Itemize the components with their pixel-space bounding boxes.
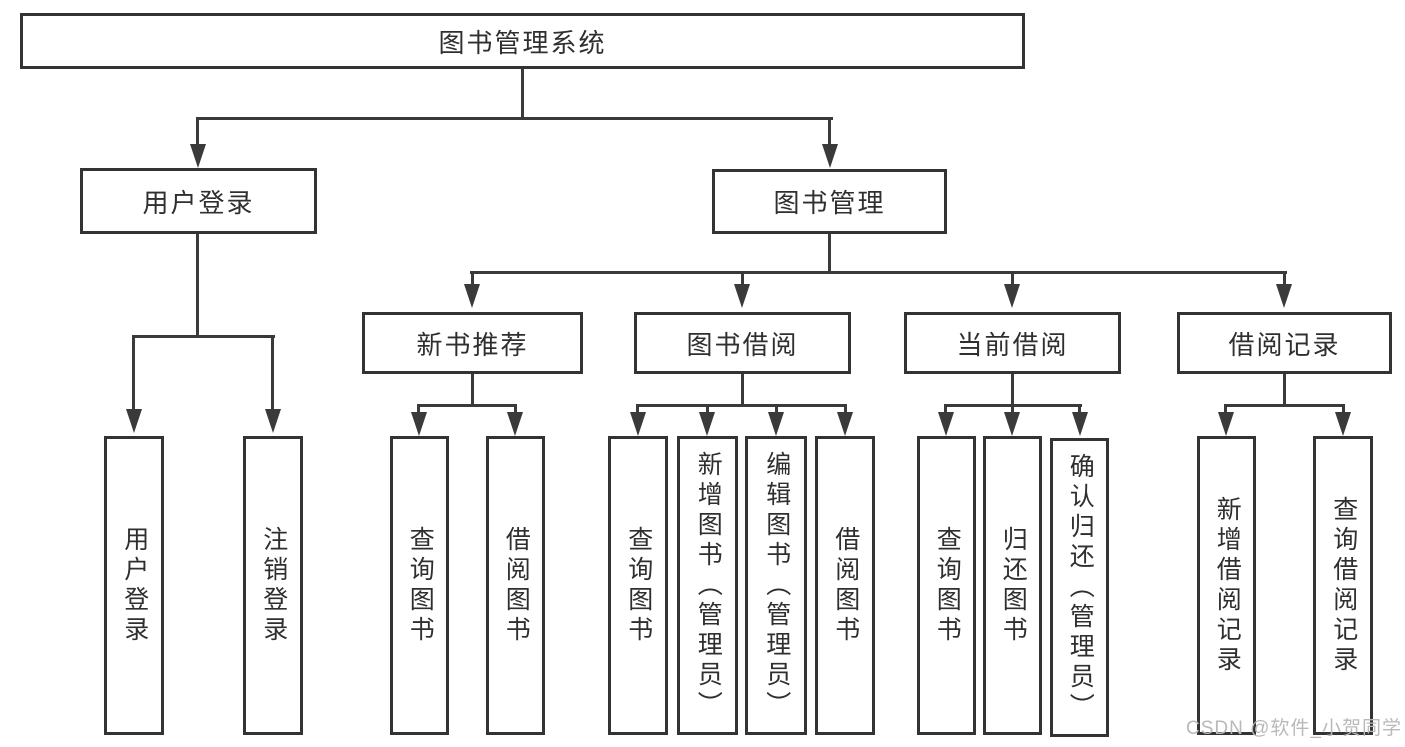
connector-line bbox=[741, 374, 744, 406]
connector-line bbox=[417, 404, 420, 414]
leaf-edit-book-admin: 编辑图书（管理员） bbox=[745, 436, 807, 735]
leaf-user-login: 用户登录 bbox=[104, 436, 164, 735]
leaf-edit-book-admin-label: 编辑图书（管理员） bbox=[762, 450, 791, 721]
node-current-borrow: 当前借阅 bbox=[904, 312, 1121, 374]
connector-line bbox=[132, 335, 275, 338]
leaf-query-borrow-record: 查询借阅记录 bbox=[1313, 436, 1373, 735]
arrowhead-down-icon bbox=[822, 144, 838, 168]
leaf-add-borrow-record-label: 新增借阅记录 bbox=[1213, 495, 1242, 676]
connector-line bbox=[417, 404, 517, 407]
arrowhead-down-icon bbox=[190, 144, 206, 168]
connector-line bbox=[944, 404, 947, 414]
node-new-book-recommend: 新书推荐 bbox=[362, 312, 583, 374]
leaf-query-books-recommend: 查询图书 bbox=[390, 436, 449, 735]
arrowhead-down-icon bbox=[630, 412, 646, 436]
connector-line bbox=[706, 404, 709, 414]
leaf-borrow-books-recommend-label: 借阅图书 bbox=[502, 525, 531, 646]
connector-line bbox=[132, 335, 135, 411]
leaf-query-borrow-record-label: 查询借阅记录 bbox=[1329, 495, 1358, 676]
arrowhead-down-icon bbox=[1004, 412, 1020, 436]
leaf-logout-label: 注销登录 bbox=[259, 525, 288, 646]
connector-line bbox=[828, 234, 831, 274]
connector-line bbox=[636, 404, 639, 414]
connector-line bbox=[196, 234, 199, 338]
leaf-borrow-books-borrow: 借阅图书 bbox=[815, 436, 875, 735]
leaf-borrow-books-recommend: 借阅图书 bbox=[486, 436, 545, 735]
node-new-book-recommend-label: 新书推荐 bbox=[416, 329, 529, 360]
leaf-add-book-admin: 新增图书（管理员） bbox=[677, 436, 738, 735]
leaf-query-books-current-label: 查询图书 bbox=[933, 525, 962, 646]
node-user-login: 用户登录 bbox=[80, 168, 317, 234]
leaf-return-book-label: 归还图书 bbox=[999, 525, 1028, 646]
leaf-add-borrow-record: 新增借阅记录 bbox=[1197, 436, 1256, 735]
node-borrow-records: 借阅记录 bbox=[1177, 312, 1392, 374]
connector-line bbox=[521, 69, 524, 120]
connector-line bbox=[1011, 271, 1014, 286]
leaf-confirm-return-admin: 确认归还（管理员） bbox=[1050, 438, 1109, 737]
arrowhead-down-icon bbox=[1218, 412, 1234, 436]
arrowhead-down-icon bbox=[507, 412, 523, 436]
watermark: CSDN @软件_小贺同学 bbox=[1186, 718, 1402, 739]
arrowhead-down-icon bbox=[265, 409, 281, 433]
leaf-add-book-admin-label: 新增图书（管理员） bbox=[694, 450, 723, 721]
leaf-query-books-borrow-label: 查询图书 bbox=[624, 525, 653, 646]
connector-line bbox=[775, 404, 778, 414]
arrowhead-down-icon bbox=[1004, 284, 1020, 308]
arrowhead-down-icon bbox=[1072, 412, 1088, 436]
connector-line bbox=[1342, 404, 1345, 414]
arrowhead-down-icon bbox=[126, 409, 142, 433]
connector-line bbox=[1011, 404, 1014, 414]
node-book-borrow: 图书借阅 bbox=[634, 312, 851, 374]
leaf-query-books-current: 查询图书 bbox=[917, 436, 976, 735]
connector-line bbox=[828, 117, 831, 146]
connector-line bbox=[1224, 404, 1227, 414]
connector-line bbox=[1283, 374, 1286, 406]
arrowhead-down-icon bbox=[464, 284, 480, 308]
arrowhead-down-icon bbox=[1276, 284, 1292, 308]
connector-line bbox=[471, 374, 474, 406]
connector-line bbox=[196, 117, 199, 146]
leaf-return-book: 归还图书 bbox=[983, 436, 1042, 735]
arrowhead-down-icon bbox=[768, 412, 784, 436]
leaf-user-login-label: 用户登录 bbox=[120, 525, 149, 646]
connector-line bbox=[471, 271, 474, 286]
connector-line bbox=[1283, 271, 1286, 286]
node-root-label: 图书管理系统 bbox=[438, 27, 607, 58]
connector-line bbox=[271, 335, 274, 411]
connector-line bbox=[1224, 404, 1345, 407]
connector-line bbox=[636, 404, 847, 407]
connector-line bbox=[196, 117, 833, 120]
connector-line bbox=[844, 404, 847, 414]
node-book-management-label: 图书管理 bbox=[773, 188, 886, 218]
leaf-logout: 注销登录 bbox=[243, 436, 303, 735]
arrowhead-down-icon bbox=[1335, 412, 1351, 436]
node-borrow-records-label: 借阅记录 bbox=[1228, 329, 1341, 360]
connector-line bbox=[470, 271, 1287, 274]
leaf-confirm-return-admin-label: 确认归还（管理员） bbox=[1066, 452, 1095, 723]
connector-line bbox=[741, 271, 744, 286]
arrowhead-down-icon bbox=[411, 412, 427, 436]
node-book-management: 图书管理 bbox=[712, 169, 947, 234]
arrowhead-down-icon bbox=[699, 412, 715, 436]
arrowhead-down-icon bbox=[734, 284, 750, 308]
arrowhead-down-icon bbox=[837, 412, 853, 436]
connector-line bbox=[1078, 404, 1081, 414]
connector-line bbox=[514, 404, 517, 414]
node-user-login-label: 用户登录 bbox=[142, 187, 255, 218]
node-book-borrow-label: 图书借阅 bbox=[686, 329, 799, 360]
node-current-borrow-label: 当前借阅 bbox=[956, 329, 1069, 360]
leaf-query-books-borrow: 查询图书 bbox=[608, 436, 668, 735]
leaf-borrow-books-borrow-label: 借阅图书 bbox=[831, 525, 860, 646]
arrowhead-down-icon bbox=[938, 412, 954, 436]
leaf-query-books-recommend-label: 查询图书 bbox=[406, 525, 435, 646]
node-root: 图书管理系统 bbox=[20, 13, 1025, 69]
connector-line bbox=[1011, 374, 1014, 406]
